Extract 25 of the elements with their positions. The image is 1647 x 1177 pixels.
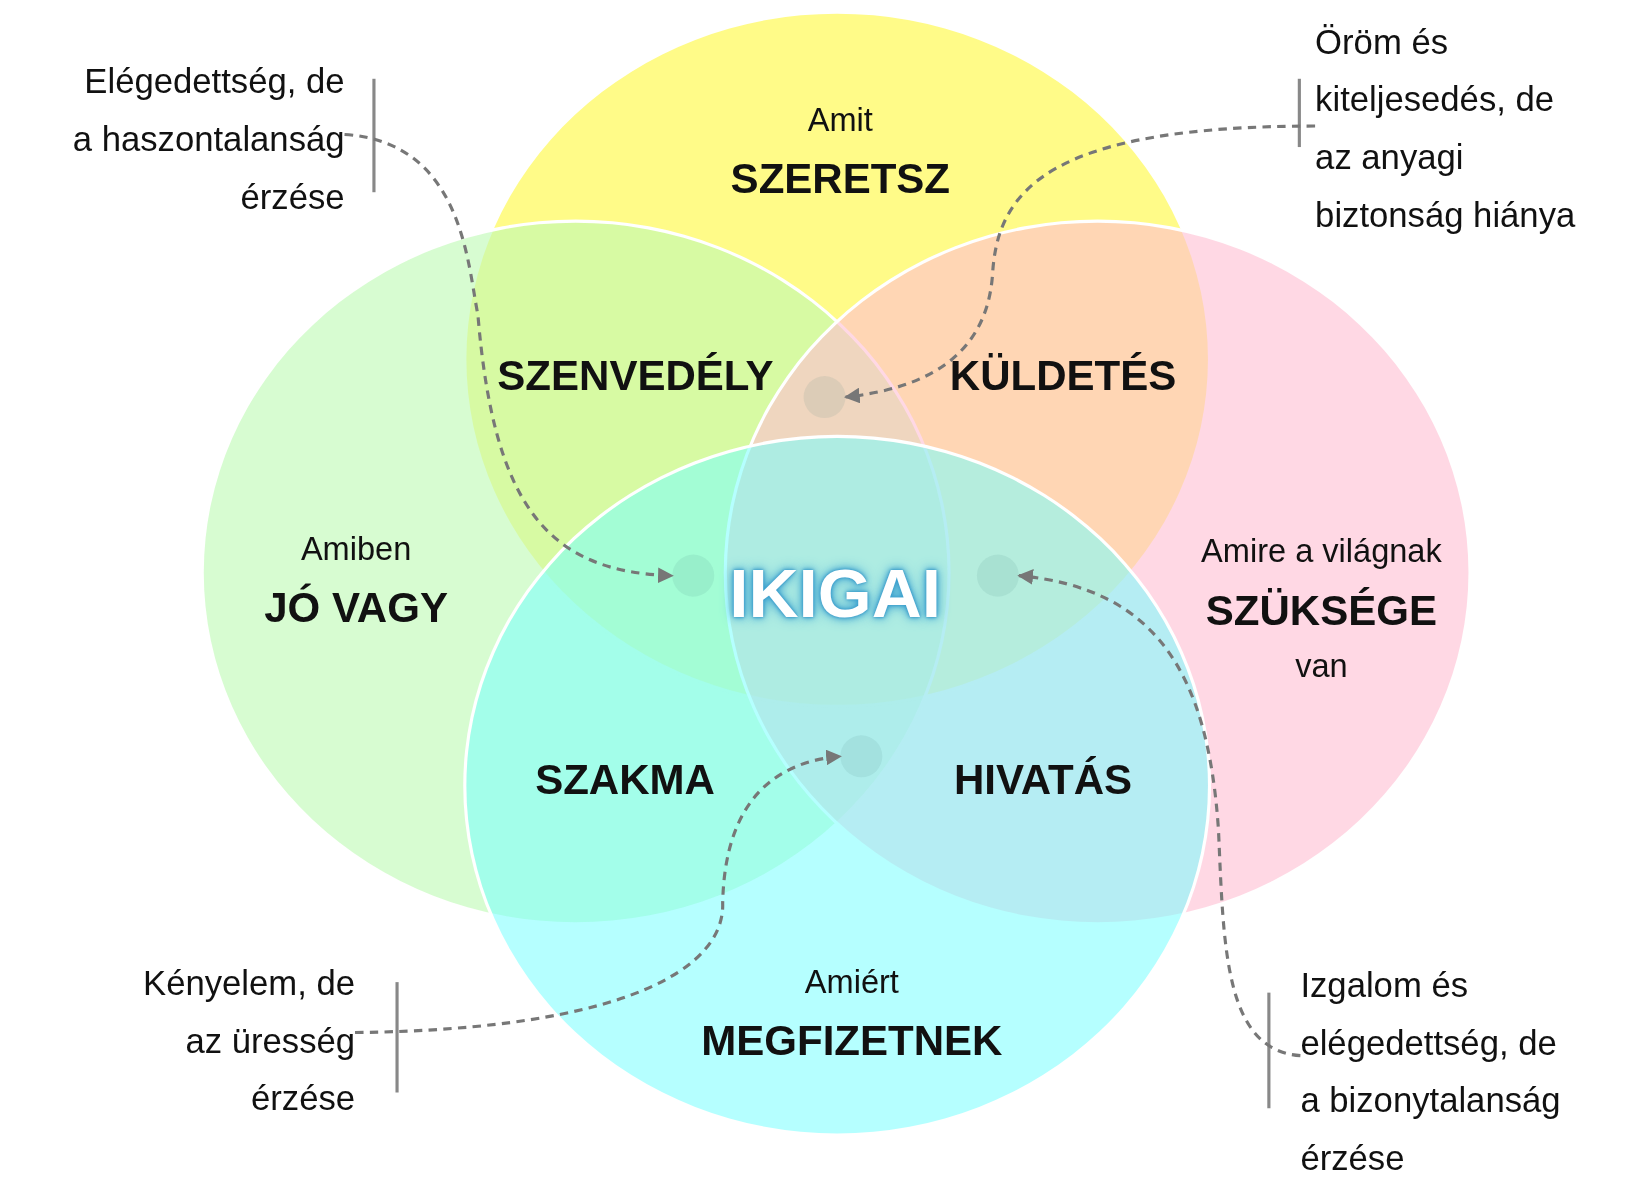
- center-title: IKIGAI: [729, 555, 941, 632]
- annotation-text: Izgalom és elégedettség, de a bizonytalanság érzése: [1300, 955, 1561, 1177]
- leader-line: [355, 750, 842, 1035]
- region-label: KÜLDETÉS: [949, 351, 1177, 399]
- circle-caption: Amiben: [300, 531, 412, 568]
- overlap-region: [976, 554, 1019, 597]
- region-label: HIVATÁS: [953, 756, 1133, 803]
- circle-caption: van: [1295, 649, 1348, 685]
- overlap-region: [840, 735, 883, 778]
- annotation-text: Kényelem, de az üresség érzése: [143, 953, 356, 1128]
- circle-caption: Amire a világnak: [1201, 533, 1442, 570]
- leader-line: [344, 132, 674, 583]
- annotation-text: Elégedettség, de a haszontalanság érzése: [72, 52, 345, 226]
- region-label: SZENVEDÉLY: [497, 351, 774, 399]
- circle-title: SZERETSZ: [730, 155, 951, 202]
- circle-caption: Amiért: [804, 964, 899, 1001]
- circle-caption: Amit: [807, 102, 873, 139]
- leader-line: [844, 124, 1316, 403]
- region-label: SZAKMA: [535, 756, 715, 803]
- circle-title: MEGFIZETNEK: [701, 1016, 1003, 1063]
- leader-line: [1017, 569, 1301, 1058]
- circle-title: JÓ VAGY: [264, 584, 448, 631]
- annotation-text: Öröm és kiteljesedés, de az anyagi biztonság hiánya: [1315, 12, 1576, 244]
- circle-title: SZÜKSÉGE: [1205, 587, 1437, 634]
- overlap-region: [803, 376, 846, 419]
